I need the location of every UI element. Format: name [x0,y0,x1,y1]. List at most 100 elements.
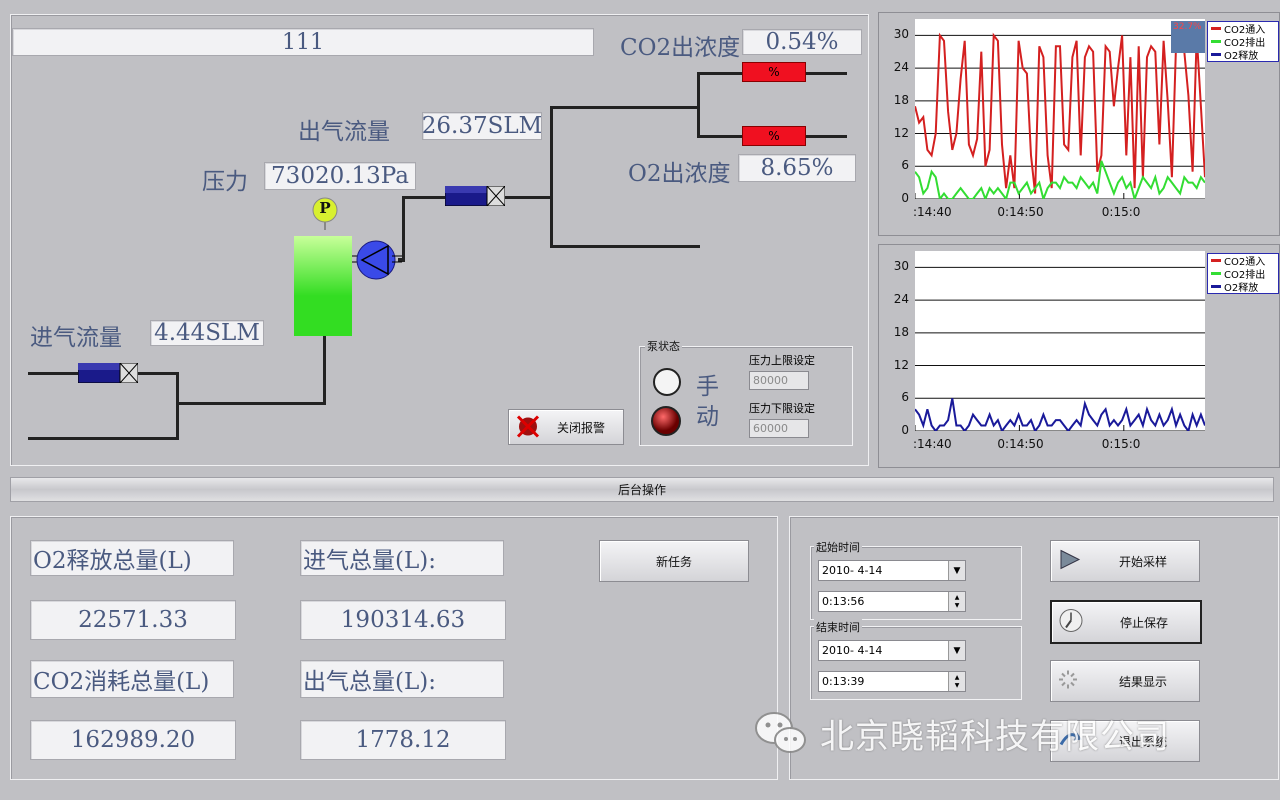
show-results-button[interactable]: 结果显示 [1050,660,1200,702]
end-date-select[interactable]: 2010- 4-14 ▼ [818,640,966,661]
end-time-group [810,626,1022,700]
background-operations-label: 后台操作 [617,483,666,497]
pump-icon [352,238,402,282]
pump-status-title: 泵状态 [645,338,682,354]
inflow-value: 4.44SLM [150,320,264,346]
chart-top-overlay-badge: 32.7% [1171,21,1205,53]
series-line-CO2通入 [915,32,1205,194]
outflow-value: 26.37SLM [421,112,543,140]
x-tick-label: :14:40 [913,437,952,451]
y-tick-label: 6 [901,390,909,405]
legend-item: CO2通入 [1208,22,1278,36]
pressure-upper-label: 压力上限设定 [749,354,815,367]
outflow-meter-icon [444,185,506,207]
chevron-down-icon[interactable]: ▼ [948,641,965,660]
o2-out-label: O2出浓度 [628,161,731,187]
start-time-value: 0:13:56 [822,595,865,608]
outflow-total-label: 出气总量(L): [300,660,504,698]
show-results-label: 结果显示 [1118,674,1167,689]
wechat-logo-icon [755,712,806,753]
start-time-spinner[interactable]: 0:13:56 ▲▼ [818,591,966,612]
chart-bottom-svg [915,266,1205,431]
y-tick-label: 12 [893,357,909,372]
legend-item: CO2排出 [1208,267,1278,281]
legend-item: O2释放 [1208,48,1278,62]
o2-release-total-label: O2释放总量(L) [30,540,234,576]
exit-system-label: 退出系统 [1118,734,1167,749]
y-tick-label: 0 [901,423,909,437]
start-sampling-label: 开始采样 [1118,554,1167,569]
process-panel [10,14,869,466]
start-sampling-button[interactable]: 开始采样 [1050,540,1200,582]
start-date-value: 2010- 4-14 [822,564,883,577]
pump-status-group [639,346,853,446]
pressure-lower-label: 压力下限设定 [749,402,815,415]
x-tick-label: 0:14:50 [997,437,1044,451]
x-tick-label: 0:15:0 [1101,437,1141,451]
new-task-label: 新任务 [655,554,692,569]
pipe [398,258,404,262]
pump-on-indicator [650,405,682,437]
y-tick-label: 24 [893,60,909,75]
stop-save-label: 停止保存 [1119,615,1168,630]
chart-bottom-plot [915,251,1205,431]
stop-save-button[interactable]: 停止保存 [1050,600,1202,644]
start-time-title: 起始时间 [814,539,862,555]
overlay-badge-text: 32.7% [1173,22,1202,32]
o2-release-total-value: 22571.33 [30,600,236,640]
new-task-button[interactable]: 新任务 [599,540,749,582]
end-date-value: 2010- 4-14 [822,644,883,657]
chart-bottom-legend: CO2通入 CO2排出 O2释放 [1207,253,1279,294]
co2-out-value: 0.54% [742,29,862,55]
start-time-group [810,546,1022,620]
spinner-icon [1057,669,1079,694]
alarm-off-icon [515,413,541,442]
chart-bottom: CO2通入 CO2排出 O2释放 30 24 18 12 6 0 :14:40 0:14:50… [878,244,1280,468]
pipe [28,437,178,440]
mode-text: 手动 [696,374,719,430]
pressure-value: 73020.13Pa [264,162,416,190]
reactor-tank [294,236,352,336]
outflow-label: 出气流量 [298,119,390,145]
y-tick-label: 18 [893,324,909,339]
y-tick-label: 30 [893,259,909,274]
legend-item: O2释放 [1208,280,1278,294]
y-tick-label: 24 [893,292,909,307]
x-tick-label: 0:14:50 [997,205,1044,219]
close-alarm-button[interactable]: 关闭报警 [508,409,624,445]
pump-off-indicator [652,367,682,397]
start-date-select[interactable]: 2010- 4-14 ▼ [818,560,966,581]
outflow-total-value: 1778.12 [300,720,506,760]
spin-arrows-icon[interactable]: ▲▼ [948,672,965,691]
pipe [402,196,405,262]
close-alarm-label: 关闭报警 [556,420,605,435]
x-tick-label: :14:40 [913,205,952,219]
x-tick-label: 0:15:0 [1101,205,1141,219]
exit-system-button[interactable]: 退出系统 [1050,720,1200,762]
totals-panel [10,516,778,780]
chevron-down-icon[interactable]: ▼ [948,561,965,580]
pipe [550,245,700,248]
exit-icon [1057,727,1083,756]
end-time-spinner[interactable]: 0:13:39 ▲▼ [818,671,966,692]
name-field[interactable]: 111 [12,28,594,56]
spin-arrows-icon[interactable]: ▲▼ [948,592,965,611]
o2-alarm-badge: % [742,126,806,146]
pipe [176,372,179,440]
background-operations-bar[interactable]: 后台操作 [10,477,1274,502]
chart-top-svg [915,32,1205,199]
y-tick-label: 6 [901,158,909,173]
watermark-text: 北京晓韬科技有限公司 [820,716,1170,757]
y-tick-label: 18 [893,92,909,107]
pipe [176,402,326,405]
pressure-lower-input[interactable]: 60000 [749,419,809,438]
end-time-value: 0:13:39 [822,675,865,688]
watermark: 北京晓韬科技有限公司 [752,708,1170,758]
legend-item: CO2排出 [1208,35,1278,49]
co2-alarm-badge: % [742,62,806,82]
pressure-upper-input[interactable]: 80000 [749,371,809,390]
pressure-gauge-letter: P [319,199,331,217]
y-tick-label: 0 [901,191,909,205]
inflow-meter-icon [77,362,139,384]
